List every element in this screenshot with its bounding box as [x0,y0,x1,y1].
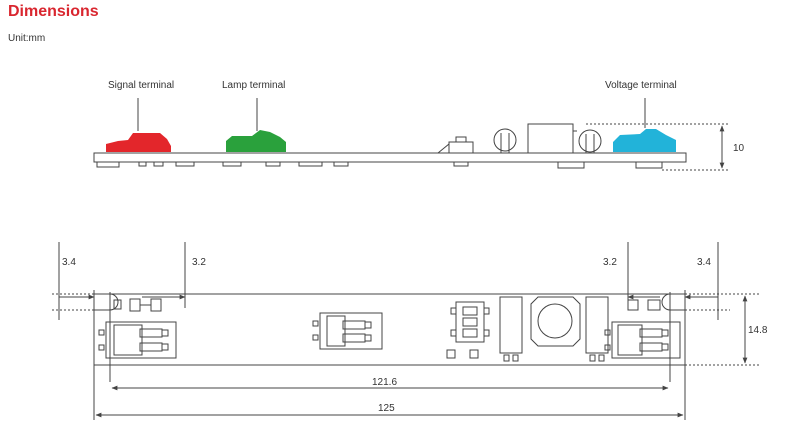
lamp-terminal-label: Lamp terminal [222,80,285,91]
top-capacitor-2 [585,296,609,354]
side-view [93,123,687,169]
page-title: Dimensions [8,3,99,20]
side-capacitor-1 [493,128,517,152]
side-potentiometer [527,123,574,154]
voltage-terminal [613,129,676,152]
dim-right-outer: 3.4 [697,257,711,268]
side-switch [448,141,474,154]
side-height-dim: 10 [733,143,745,154]
lamp-terminal [226,130,286,152]
signal-terminal [106,133,171,152]
dim-right-inner: 3.2 [603,257,617,268]
top-voltage-terminal [611,321,681,359]
top-potentiometer [530,296,581,347]
top-lamp-terminal [319,312,383,350]
dim-inner-length: 121.6 [372,377,397,388]
side-board [93,152,687,163]
voltage-terminal-label: Voltage terminal [605,80,677,91]
dim-left-inner: 3.2 [192,257,206,268]
top-board [93,293,686,366]
top-signal-terminal [105,321,177,359]
signal-terminal-label: Signal terminal [108,80,174,91]
unit-label: Unit:mm [8,33,46,44]
top-dip-switch [455,301,485,343]
side-capacitor-2 [578,129,602,153]
top-capacitor-1 [499,296,523,354]
top-view [93,293,686,366]
dim-left-outer: 3.4 [62,257,76,268]
dim-total-length: 125 [378,403,395,414]
dim-height: 14.8 [748,325,768,336]
